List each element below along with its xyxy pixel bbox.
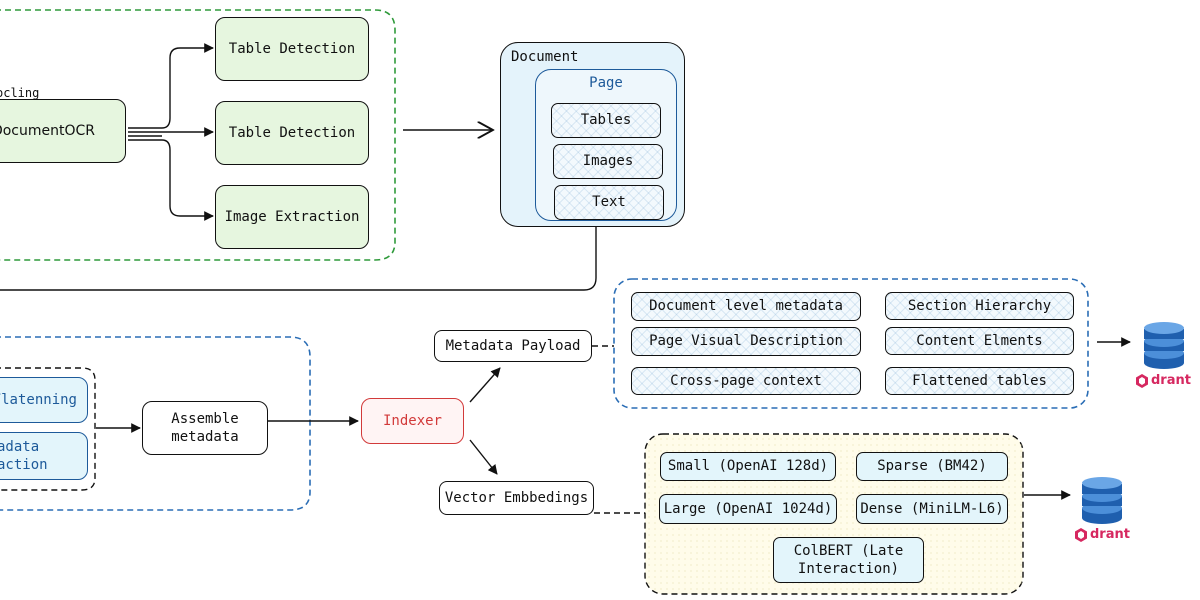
extraction-subgroup-frame	[0, 367, 96, 491]
model-sparse-bm42[interactable]: Sparse (BM42)	[856, 452, 1008, 481]
qdrant-name-top: drant	[1151, 373, 1191, 388]
table-detection-node-1[interactable]: Table Detection	[215, 17, 369, 81]
edge-ocr-to-step1	[128, 43, 214, 129]
qdrant-name-bottom: drant	[1090, 527, 1130, 542]
database-icon	[1144, 322, 1184, 369]
processing-group-frame	[0, 336, 311, 511]
page-item-text[interactable]: Text	[554, 185, 664, 220]
metadata-field-flattened-tables[interactable]: Flattened tables	[885, 367, 1074, 395]
metadata-field-section-hierarchy[interactable]: Section Hierarchy	[885, 292, 1074, 320]
database-icon	[1082, 477, 1122, 524]
qdrant-logo-bottom: drant	[1074, 527, 1130, 542]
document-ocr-label: DocumentOCR	[0, 122, 95, 139]
qdrant-logo-icon	[1075, 527, 1087, 542]
page-item-tables[interactable]: Tables	[551, 103, 661, 138]
metadata-group-frame	[613, 278, 1089, 409]
edge-indexer-to-vectors	[469, 439, 498, 475]
edge-ocr-to-step3	[128, 139, 214, 221]
qdrant-logo-top: drant	[1135, 373, 1191, 388]
assemble-metadata-node[interactable]: Assemble metadata	[142, 401, 268, 455]
document-ocr-node[interactable]: DocumentOCR	[0, 99, 126, 163]
model-colbert[interactable]: ColBERT (Late Interaction)	[773, 537, 924, 583]
vector-embeddings-node[interactable]: Vector Embbedings	[439, 481, 594, 515]
metadata-field-document-level[interactable]: Document level metadata	[631, 292, 861, 321]
metadata-field-page-visual[interactable]: Page Visual Description	[631, 327, 861, 356]
metadata-payload-node[interactable]: Metadata Payload	[434, 330, 592, 362]
model-small-openai[interactable]: Small (OpenAI 128d)	[660, 452, 836, 481]
page-title: Page	[589, 75, 623, 91]
image-extraction-node[interactable]: Image Extraction	[215, 185, 369, 249]
model-dense-minilm[interactable]: Dense (MiniLM-L6)	[856, 494, 1008, 524]
edge-indexer-to-payload	[469, 367, 501, 403]
metadata-field-cross-page[interactable]: Cross-page context	[631, 367, 861, 395]
qdrant-logo-icon	[1136, 373, 1148, 388]
indexer-node[interactable]: Indexer	[361, 398, 464, 444]
metadata-extraction-node[interactable]: adata action	[0, 432, 88, 480]
edge-document-feedback	[0, 227, 597, 291]
table-detection-node-2[interactable]: Table Detection	[215, 101, 369, 165]
page-item-images[interactable]: Images	[553, 144, 663, 179]
document-title: Document	[511, 49, 579, 65]
model-large-openai[interactable]: Large (OpenAI 1024d)	[659, 494, 837, 524]
metadata-field-content-elements[interactable]: Content Elments	[885, 327, 1074, 355]
flatenning-node[interactable]: Flatenning	[0, 377, 88, 423]
docling-label: ocling	[0, 86, 40, 100]
